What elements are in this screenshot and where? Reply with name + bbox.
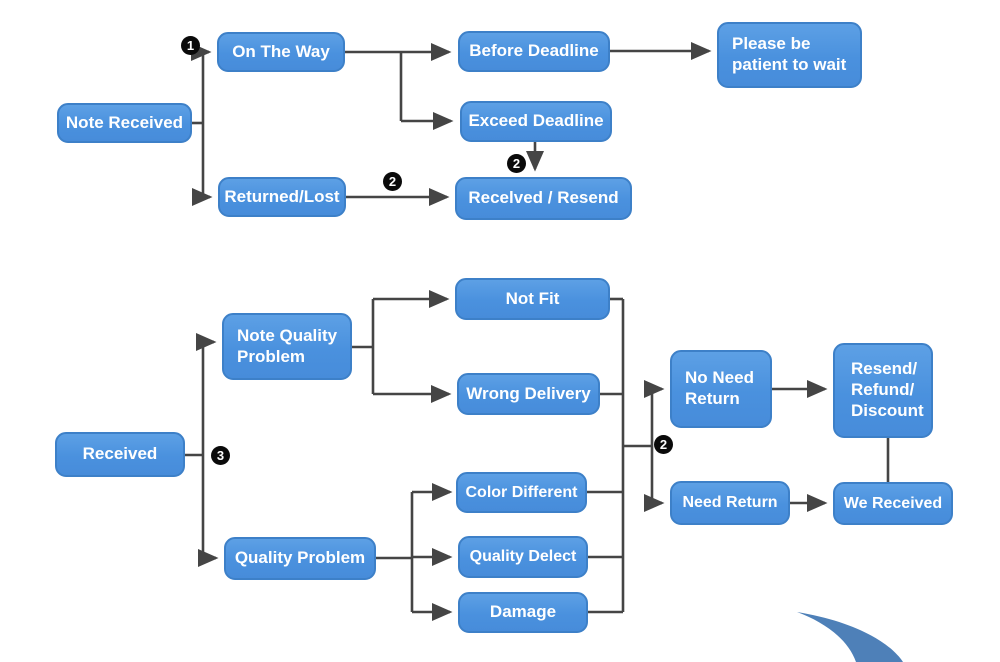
node-not-fit: Not Fit [455,278,610,320]
node-exceed-deadline: Exceed Deadline [460,101,612,142]
node-quality-problem: Quality Problem [224,537,376,580]
node-note-received: Note Received [57,103,192,143]
node-damage: Damage [458,592,588,633]
node-please-wait: Please be patient to wait [717,22,862,88]
node-note-quality-problem: Note Quality Problem [222,313,352,380]
node-we-received: We Received [833,482,953,525]
node-color-different: Color Different [456,472,587,513]
swoosh-logo [797,612,903,662]
step-marker-2-return: 2 [654,435,673,454]
node-wrong-delivery: Wrong Delivery [457,373,600,415]
node-before-deadline: Before Deadline [458,31,610,72]
step-marker-2-exceed: 2 [507,154,526,173]
node-need-return: Need Return [670,481,790,525]
step-marker-1: 1 [181,36,200,55]
node-no-need-return: No Need Return [670,350,772,428]
node-received-resend: Recelved / Resend [455,177,632,220]
node-on-the-way: On The Way [217,32,345,72]
node-returned-lost: Returned/Lost [218,177,346,217]
node-received: Received [55,432,185,477]
node-resend-refund-discount: Resend/ Refund/ Discount [833,343,933,438]
step-marker-3: 3 [211,446,230,465]
node-quality-delect: Quality Delect [458,536,588,578]
step-marker-2-returned: 2 [383,172,402,191]
